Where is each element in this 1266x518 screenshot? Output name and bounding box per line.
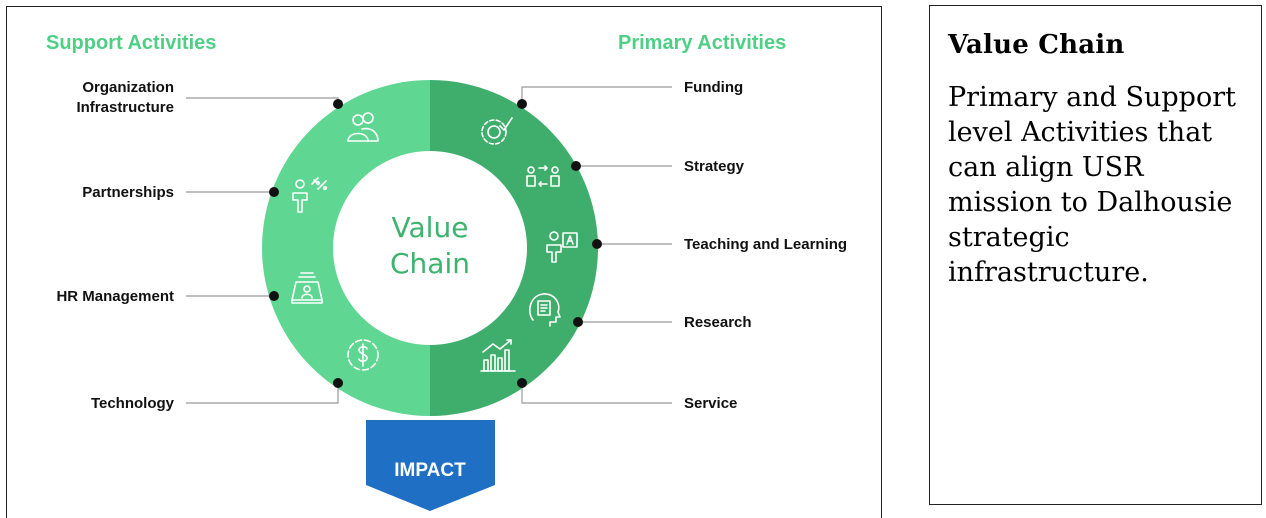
center-title-line1: Value <box>392 211 469 244</box>
support-label-organization: Organization <box>82 79 174 96</box>
head-document-icon <box>529 293 561 327</box>
primary-label-strategy: Strategy <box>684 158 745 175</box>
chart-growth-icon <box>480 339 516 372</box>
support-label-hr-management: HR Management <box>56 288 174 305</box>
person-percent-icon <box>292 177 328 213</box>
inbox-person-icon <box>291 272 323 304</box>
impact-arrow <box>366 420 495 511</box>
connector-dot <box>517 378 527 388</box>
side-panel: Value Chain Primary and Support level Ac… <box>929 5 1262 505</box>
primary-label-teaching: Teaching and Learning <box>684 236 847 253</box>
connector-dot <box>573 317 583 327</box>
teacher-board-icon <box>546 231 578 263</box>
gear-check-icon <box>481 117 513 145</box>
primary-label-funding: Funding <box>684 79 743 96</box>
dollar-cycle-icon <box>347 339 379 371</box>
support-label-organization-line2: Infrastructure <box>76 99 174 116</box>
connector-dot <box>571 161 581 171</box>
value-chain-diagram: Support Activities Primary Activities IM… <box>46 32 847 511</box>
support-label-technology: Technology <box>91 395 175 412</box>
connector-dot <box>333 99 343 109</box>
exchange-icon <box>526 165 560 187</box>
support-activities-header: Support Activities <box>46 32 216 54</box>
primary-activities-header: Primary Activities <box>618 32 786 54</box>
people-icon <box>347 112 379 142</box>
primary-label-research: Research <box>684 314 752 331</box>
primary-ring-half <box>430 80 598 416</box>
connector-dot <box>592 239 602 249</box>
side-panel-title: Value Chain <box>948 30 1125 60</box>
side-panel-body: Primary and Support level Activities tha… <box>948 82 1236 288</box>
impact-label: IMPACT <box>394 460 466 481</box>
connector-dot <box>517 99 527 109</box>
support-label-partnerships: Partnerships <box>82 184 174 201</box>
center-title-line2: Chain <box>390 247 470 280</box>
primary-label-service: Service <box>684 395 737 412</box>
connector-dot <box>269 291 279 301</box>
support-ring-half <box>262 80 430 416</box>
connector-dot <box>333 378 343 388</box>
connector-dot <box>269 187 279 197</box>
